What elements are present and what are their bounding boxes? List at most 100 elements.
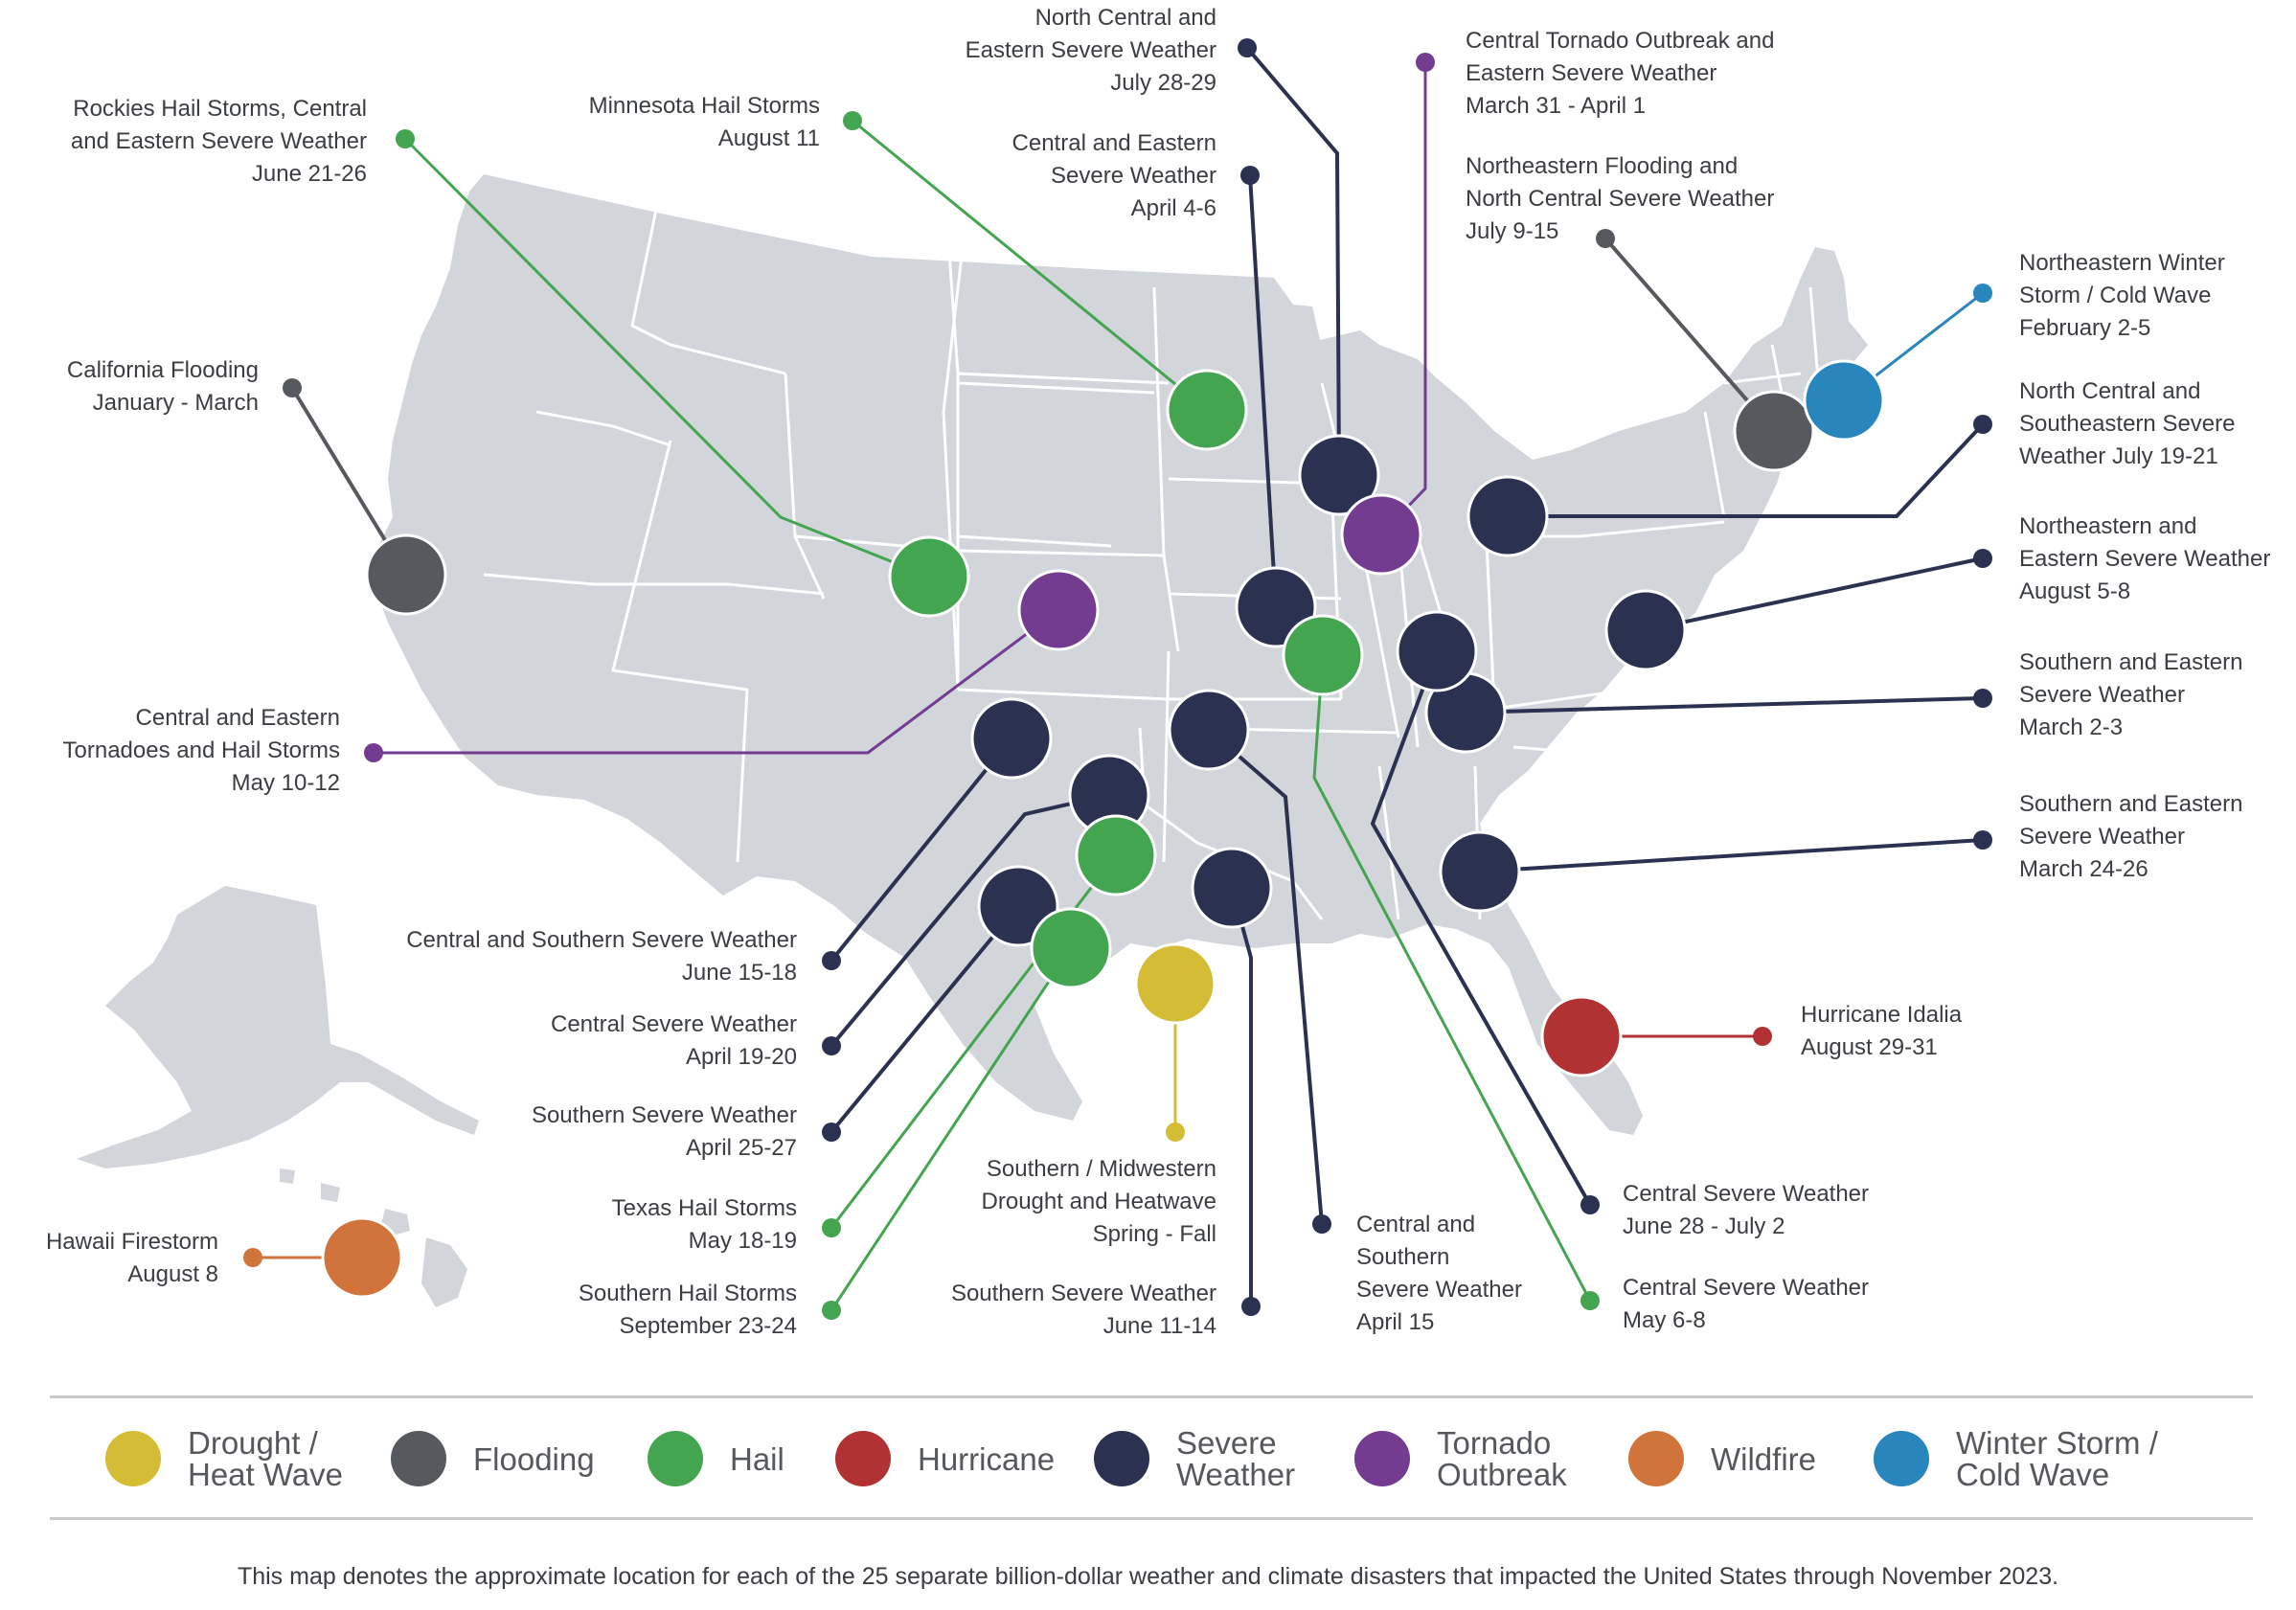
- connector-north-central-eastern-jul: [1245, 46, 1341, 476]
- marker-southern-jun11[interactable]: [1191, 847, 1273, 929]
- event-label-line: Texas Hail Storms: [611, 1195, 797, 1221]
- label-dot-southern-eastern-mar24: [1973, 830, 1992, 850]
- marker-central-jun28[interactable]: [1396, 610, 1478, 692]
- event-label-line: Northeastern and: [2019, 513, 2197, 539]
- connector-southern-eastern-mar24: [1479, 838, 1984, 873]
- event-label-line: March 2-3: [2019, 714, 2124, 740]
- legend-item-winter: Winter Storm /Cold Wave: [1874, 1425, 2158, 1492]
- label-dot-north-central-southeastern-jul: [1973, 415, 1992, 434]
- marker-central-southern-jun15[interactable]: [970, 697, 1053, 780]
- event-label-line: Central Severe Weather: [1623, 1275, 1870, 1301]
- label-dot-central-may6: [1580, 1291, 1600, 1310]
- marker-northeastern-eastern-aug[interactable]: [1604, 589, 1687, 671]
- label-dot-central-southern-apr15: [1312, 1214, 1331, 1234]
- border-plains: [942, 246, 1180, 863]
- event-label-line: Central Severe Weather: [550, 1011, 797, 1037]
- legend-swatch-flooding: [391, 1431, 446, 1486]
- label-dot-drought-heatwave: [1166, 1122, 1185, 1142]
- event-label-line: Southern: [1356, 1244, 1450, 1270]
- label-dot-hawaii-firestorm: [243, 1248, 262, 1267]
- event-label-line: March 31 - April 1: [1466, 93, 1647, 119]
- marker-drought-heatwave[interactable]: [1134, 942, 1216, 1025]
- event-label-line: April 19-20: [685, 1044, 797, 1070]
- label-dot-southern-hail-sep: [822, 1301, 841, 1320]
- label-dot-hurricane-idalia: [1753, 1027, 1772, 1046]
- marker-central-tornado-mar31[interactable]: [1340, 493, 1422, 576]
- marker-southern-hail-sep[interactable]: [1030, 907, 1112, 989]
- legend-item-wildfire: Wildfire: [1628, 1425, 1816, 1492]
- legend-label-wildfire: Wildfire: [1711, 1440, 1817, 1477]
- connector-central-southern-jun15: [830, 737, 1013, 963]
- marker-rockies-hail-jun[interactable]: [888, 535, 970, 618]
- connector-north-central-southeastern-jul: [1508, 422, 1985, 518]
- label-dot-southern-eastern-mar2: [1973, 689, 1992, 708]
- event-label-line: August 29-31: [1801, 1034, 1938, 1060]
- legend-swatch-hurricane: [835, 1431, 891, 1486]
- event-label-line: May 10-12: [231, 770, 340, 796]
- marker-minnesota-hail-aug[interactable]: [1166, 369, 1248, 451]
- marker-hurricane-idalia[interactable]: [1540, 995, 1623, 1077]
- label-dot-central-apr19: [822, 1036, 841, 1055]
- event-label-line: Tornadoes and Hail Storms: [62, 737, 340, 763]
- legend-item-hurricane: Hurricane: [835, 1425, 1055, 1492]
- marker-hawaii-firestorm[interactable]: [321, 1216, 403, 1299]
- connector-central-eastern-tornado-may: [374, 608, 1059, 755]
- legend-item-drought: Drought /Heat Wave: [105, 1425, 343, 1492]
- event-label-line: June 11-14: [1103, 1313, 1216, 1339]
- event-label-line: August 11: [717, 125, 820, 151]
- event-label-line: May 6-8: [1623, 1307, 1706, 1333]
- hawaii-island-oahu: [321, 1183, 340, 1202]
- event-label-line: Hurricane Idalia: [1801, 1002, 1963, 1028]
- event-label-line: May 18-19: [688, 1228, 797, 1254]
- marker-north-central-eastern-jul[interactable]: [1298, 434, 1380, 516]
- event-label-line: Eastern Severe Weather: [965, 37, 1216, 63]
- border-northeast: [1703, 286, 1822, 518]
- marker-central-eastern-tornado-may[interactable]: [1017, 569, 1100, 651]
- event-label-line: July 28-29: [1110, 70, 1216, 96]
- legend-item-flooding: Flooding: [391, 1425, 595, 1492]
- label-dot-minnesota-hail-aug: [843, 111, 862, 130]
- legend-label-hurricane: Hurricane: [918, 1440, 1056, 1477]
- marker-central-southern-apr15[interactable]: [1168, 689, 1250, 771]
- marker-california-flooding[interactable]: [365, 533, 447, 616]
- event-label-line: Northeastern Flooding and: [1466, 153, 1739, 179]
- event-label-line: August 8: [127, 1261, 218, 1287]
- legend-label-hail: Hail: [730, 1440, 784, 1477]
- marker-southern-eastern-mar24[interactable]: [1439, 830, 1521, 913]
- event-label-line: September 23-24: [619, 1313, 797, 1339]
- marker-north-central-southeastern-jul[interactable]: [1466, 475, 1549, 557]
- event-label-line: and Eastern Severe Weather: [70, 128, 367, 154]
- marker-northeastern-flooding-jul[interactable]: [1733, 390, 1815, 472]
- event-label-line: Minnesota Hail Storms: [588, 93, 820, 119]
- event-label-line: Southern and Eastern: [2019, 791, 2243, 817]
- legend-item-hail: Hail: [648, 1425, 784, 1492]
- marker-central-may6[interactable]: [1282, 614, 1364, 696]
- event-label-line: Severe Weather: [2019, 824, 2185, 850]
- marker-texas-hail-may[interactable]: [1075, 814, 1157, 896]
- event-label-line: April 25-27: [685, 1135, 797, 1161]
- connector-southern-hail-sep: [830, 947, 1073, 1311]
- event-label-line: March 24-26: [2019, 856, 2148, 882]
- marker-northeastern-winter-feb[interactable]: [1803, 359, 1885, 442]
- event-label-line: Drought and Heatwave: [981, 1189, 1216, 1214]
- label-dot-northeastern-eastern-aug: [1973, 549, 1992, 568]
- connector-rockies-hail-jun: [403, 137, 930, 578]
